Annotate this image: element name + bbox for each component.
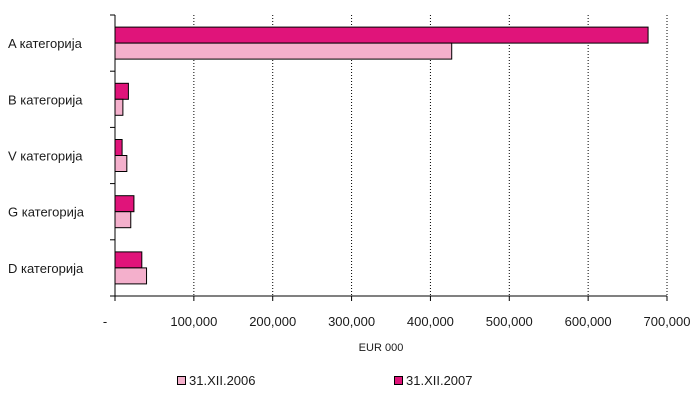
- legend-item-2006: 31.XII.2006: [177, 373, 256, 388]
- x-tick-label: 100,000: [170, 314, 217, 329]
- category-labels: A категорија B категорија V категорија G ка…: [8, 36, 85, 276]
- category-label: D категорија: [8, 261, 84, 276]
- legend-item-2007: 31.XII.2007: [394, 373, 473, 388]
- bar-2006: [114, 267, 148, 285]
- bar-2007: [114, 139, 123, 156]
- x-axis-title: EUR 000: [359, 342, 404, 354]
- bar-2007: [114, 82, 129, 100]
- tick-labels: - 100,000 200,000 300,000 400,000 500,000 600,…: [103, 314, 691, 329]
- bars: [114, 26, 649, 285]
- category-label: G категорија: [8, 205, 85, 220]
- legend-swatch-2007: [394, 376, 403, 385]
- category-label: B категорија: [8, 92, 83, 107]
- category-label: V категорија: [8, 149, 83, 164]
- x-tick-label: 400,000: [407, 314, 454, 329]
- bar-2006: [114, 42, 453, 60]
- x-tick-label: 200,000: [249, 314, 296, 329]
- x-tick-label: 600,000: [565, 314, 612, 329]
- bar-2007: [114, 195, 135, 213]
- x-tick-label: 500,000: [486, 314, 533, 329]
- legend-label-2006: 31.XII.2006: [189, 373, 256, 388]
- gridlines: [193, 15, 668, 296]
- bar-2006: [114, 155, 128, 172]
- bar-2006: [114, 211, 132, 229]
- bar-2007: [114, 26, 649, 44]
- x-tick-label: -: [103, 314, 107, 329]
- x-tick-label: 700,000: [644, 314, 691, 329]
- category-label: A категорија: [8, 36, 83, 51]
- legend: 31.XII.2006 31.XII.2007: [0, 373, 696, 393]
- legend-swatch-2006: [177, 376, 186, 385]
- legend-label-2007: 31.XII.2007: [406, 373, 473, 388]
- axes: [110, 14, 668, 301]
- bar-2007: [114, 251, 143, 269]
- x-tick-label: 300,000: [328, 314, 375, 329]
- bar-2006: [114, 98, 124, 116]
